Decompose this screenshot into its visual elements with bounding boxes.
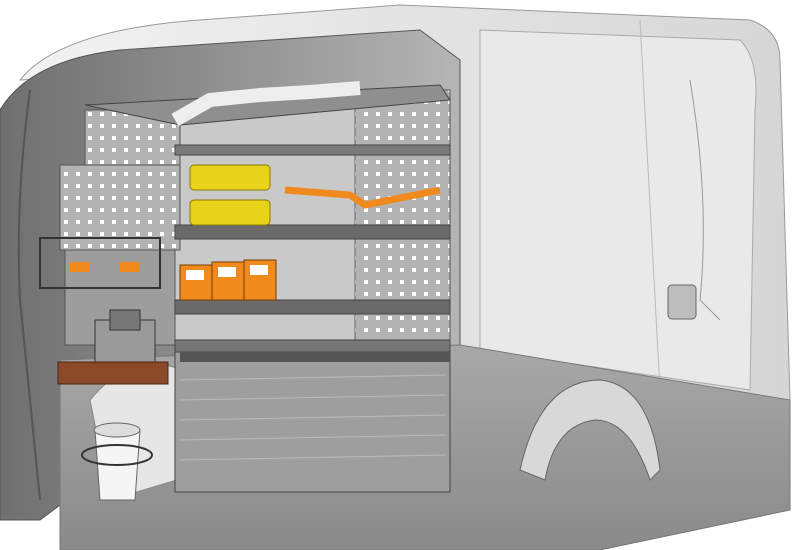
shelving-unit — [39, 81, 451, 501]
side-door-outline — [479, 29, 757, 391]
bucket — [81, 422, 153, 501]
cargo-strap — [284, 186, 441, 209]
wheel-arch — [519, 379, 661, 481]
mid-side-panel — [59, 164, 181, 251]
yellow-drawer — [189, 199, 271, 226]
wooden-board — [57, 361, 169, 385]
yellow-drawer — [189, 164, 271, 191]
bench-vise — [94, 309, 156, 366]
door-handle — [667, 284, 697, 320]
tool-holder — [39, 237, 161, 289]
parts-bins — [179, 259, 277, 301]
ribbed-front-panel — [174, 351, 451, 493]
